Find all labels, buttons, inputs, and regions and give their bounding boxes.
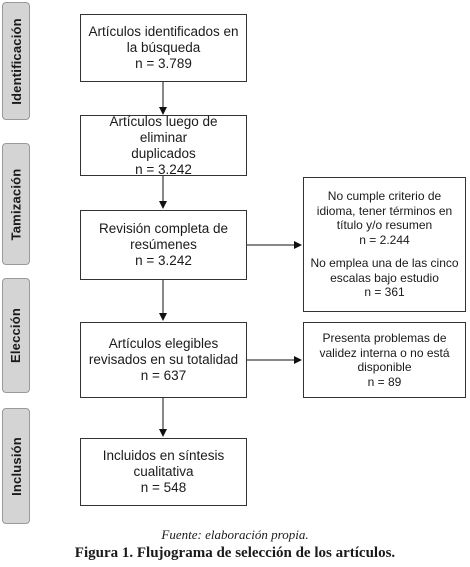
box-elegibles-count: n = 637 (140, 368, 187, 383)
box-duplicados-line2: duplicados (131, 145, 196, 161)
exclusion-criterio-line2: idioma, tener términos en (316, 203, 453, 218)
exclusion-criterio-line3: título y/o resumen (336, 218, 433, 233)
exclusion-validez-count: n = 89 (367, 374, 402, 389)
caption-figure-title: Figura 1. Flujograma de selección de los… (74, 545, 396, 561)
box-revision-line2: resúmenes (130, 237, 197, 252)
exclusion-escalas-line1: No emplea una de las cinco (310, 256, 459, 271)
box-incluidos-count: n = 548 (140, 480, 187, 495)
exclusion-criterio-line1: No cumple criterio de (327, 189, 442, 204)
exclusion-criterio-count: n = 2.244 (359, 232, 410, 247)
stage-inclusion: Inclusión (2, 408, 30, 524)
exclusion-escalas-line2: escalas bajo estudio (330, 270, 439, 285)
exclusion-validez-line3: disponible (357, 360, 412, 374)
box-incluidos-line2: cualitativa (133, 464, 194, 479)
box-exclusion-eleccion: Presenta problemas de validez interna o … (303, 322, 466, 398)
box-elegibles: Artículos elegibles revisados en su tota… (80, 322, 247, 398)
stage-tamizacion: Tamización (2, 143, 30, 265)
box-identificados: Artículos identificados en la búsqueda n… (80, 14, 247, 82)
box-duplicados: Artículos luego de eliminar duplicados n… (80, 113, 247, 177)
stage-eleccion: Elección (2, 278, 30, 393)
box-incluidos: Incluidos en síntesis cualitativa n = 54… (80, 438, 247, 506)
box-identificados-count: n = 3.789 (135, 56, 192, 71)
box-elegibles-line2: revisados en su totalidad (88, 352, 239, 367)
stage-identificacion: Identificación (2, 2, 30, 120)
box-incluidos-line1: Incluidos en síntesis (102, 448, 225, 463)
caption-source: Fuente: elaboración propia. (161, 527, 309, 542)
exclusion-escalas-count: n = 361 (364, 285, 405, 300)
box-duplicados-line1: Artículos luego de eliminar (109, 113, 218, 145)
box-duplicados-count: n = 3.242 (135, 161, 192, 177)
box-exclusion-tamizacion: No cumple criterio de idioma, tener térm… (303, 177, 466, 312)
box-identificados-line1: Artículos identificados en (88, 24, 239, 39)
box-identificados-line2: la búsqueda (126, 40, 201, 55)
exclusion-validez-line2: validez interna o no está (319, 345, 450, 360)
box-revision-line1: Revisión completa de (98, 221, 229, 236)
box-revision-count: n = 3.242 (135, 253, 192, 268)
box-revision: Revisión completa de resúmenes n = 3.242 (80, 210, 247, 280)
exclusion-validez-line1: Presenta problemas de (322, 331, 447, 345)
box-elegibles-line1: Artículos elegibles (108, 336, 219, 351)
